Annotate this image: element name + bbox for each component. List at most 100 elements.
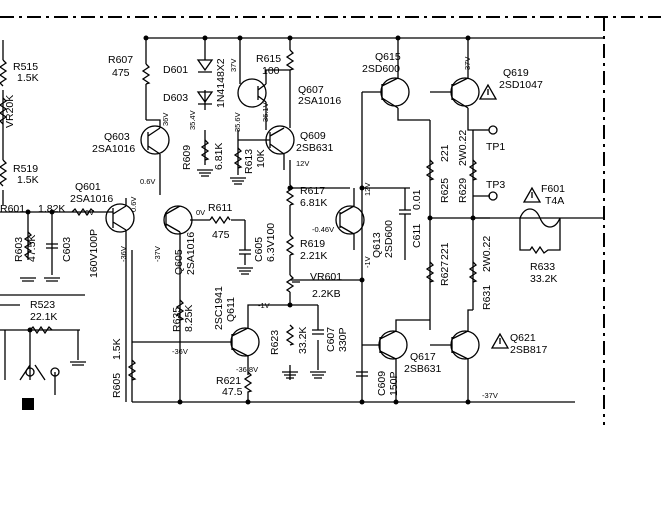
label-r613: R613 bbox=[243, 149, 255, 174]
q621-transistor bbox=[450, 330, 480, 360]
label-q601-type: 2SA1016 bbox=[70, 193, 113, 205]
label-r515: R515 bbox=[13, 61, 38, 73]
label-r631-value: 2W0.22 bbox=[481, 236, 493, 272]
r615-resistor bbox=[285, 49, 295, 71]
label-c607-value: 330P bbox=[337, 327, 349, 352]
label-r633: R633 bbox=[530, 261, 555, 273]
volt-0v-a: 0V bbox=[85, 208, 94, 217]
ground-symbols bbox=[20, 169, 326, 379]
label-c611: C611 bbox=[411, 224, 423, 248]
vr20k-resistor bbox=[0, 97, 8, 125]
volt-m1-a: -1V bbox=[363, 256, 372, 268]
label-q611-type: 2SC1941 bbox=[213, 286, 225, 330]
label-diode-type: 1N4148X2 bbox=[215, 58, 227, 108]
q601-leads bbox=[100, 198, 127, 402]
volt-m368: -36.8V bbox=[236, 365, 258, 374]
label-q603-type: 2SA1016 bbox=[92, 143, 135, 155]
label-q621-type: 2SB817 bbox=[510, 344, 548, 356]
label-r603: R603 bbox=[13, 237, 25, 262]
r621-resistor bbox=[243, 371, 253, 402]
r617-resistor bbox=[285, 184, 295, 206]
q611-leads bbox=[132, 304, 319, 375]
label-r635: R635 bbox=[171, 307, 183, 332]
label-r623-value: 33.2K bbox=[297, 327, 309, 354]
label-r519: R519 bbox=[13, 163, 38, 175]
r515-resistor bbox=[0, 59, 8, 87]
relay-block bbox=[22, 398, 34, 410]
label-q613: Q613 bbox=[371, 232, 383, 258]
label-r623: R623 bbox=[269, 330, 281, 355]
label-q607-type: 2SA1016 bbox=[298, 95, 341, 107]
q615-leads bbox=[361, 38, 430, 188]
q605-transistor bbox=[163, 205, 193, 235]
label-vr601-value: 2.2KB bbox=[312, 288, 341, 300]
volt-36v: 36V bbox=[161, 113, 170, 126]
label-q609-type: 2SB631 bbox=[296, 142, 334, 154]
label-r621-value: 47.5 bbox=[222, 386, 243, 398]
volt-12v-a: 12V bbox=[296, 159, 309, 168]
label-f601: F601 bbox=[541, 183, 565, 195]
q619-leads bbox=[430, 38, 473, 131]
label-r629: R629 bbox=[457, 178, 469, 203]
q609-leads bbox=[237, 82, 291, 175]
junction-dots bbox=[25, 35, 476, 405]
volt-12v-b: 12V bbox=[363, 183, 372, 196]
volt-356: 35.6V bbox=[233, 112, 242, 132]
volt-37v-b: 37V bbox=[463, 57, 472, 70]
r631-resistor bbox=[468, 261, 478, 283]
label-vr20k: VR20K bbox=[4, 95, 16, 128]
c611-capacitor bbox=[399, 188, 411, 260]
label-c603-value: 160V100P bbox=[88, 229, 100, 278]
left-lower-switches bbox=[4, 330, 79, 395]
f601-fuse bbox=[519, 208, 561, 228]
label-r625: R625 bbox=[439, 178, 451, 203]
q619-transistor bbox=[450, 77, 480, 107]
r607-resistor bbox=[141, 63, 151, 85]
label-r605: R605 bbox=[111, 373, 123, 398]
volt-m36-b: -36V bbox=[172, 347, 188, 356]
label-r523-value: 22.1K bbox=[30, 311, 57, 323]
q613-transistor bbox=[335, 205, 365, 235]
volt-06-b: 0.6V bbox=[129, 197, 138, 212]
volt-0v-b: 0V bbox=[196, 208, 205, 217]
r613-resistor bbox=[233, 147, 243, 169]
label-r605-value: 1.5K bbox=[111, 338, 123, 360]
r603-resistor bbox=[23, 231, 33, 259]
label-f601-value: T4A bbox=[545, 195, 564, 207]
volt-m1-b: -1V bbox=[258, 301, 270, 310]
label-r601-value: 1.82K bbox=[38, 203, 65, 215]
label-r607-value: 475 bbox=[112, 67, 130, 79]
label-q619-type: 2SD1047 bbox=[499, 79, 543, 91]
volt-m046: -0.46V bbox=[312, 225, 334, 234]
volt-m36-a: -36V bbox=[119, 246, 128, 262]
label-r515-value: 1.5K bbox=[17, 72, 39, 84]
label-d603: D603 bbox=[163, 92, 188, 104]
volt-361: 36.1V bbox=[261, 102, 270, 122]
q603-leads bbox=[146, 119, 161, 195]
label-r609: R609 bbox=[181, 145, 193, 170]
label-r625-value: 221 bbox=[439, 144, 451, 162]
label-r631: R631 bbox=[481, 285, 493, 310]
label-q615-type: 2SD600 bbox=[362, 63, 400, 75]
volt-06-a: 0.6V bbox=[140, 177, 155, 186]
r619-resistor bbox=[285, 234, 295, 256]
label-q605: Q605 bbox=[173, 249, 185, 275]
label-tp3: TP3 bbox=[486, 179, 505, 191]
label-c611-value: 0.01 bbox=[411, 189, 423, 210]
c607-capacitor bbox=[312, 329, 324, 335]
r519-resistor bbox=[0, 159, 8, 187]
label-tp1: TP1 bbox=[486, 141, 505, 153]
label-q609: Q609 bbox=[300, 130, 326, 142]
r625-resistor bbox=[425, 159, 435, 181]
label-q619: Q619 bbox=[503, 67, 529, 79]
q615-transistor bbox=[380, 77, 410, 107]
label-r607: R607 bbox=[108, 54, 133, 66]
label-r523: R523 bbox=[30, 299, 55, 311]
warning-triangle-icon bbox=[478, 83, 498, 100]
q617-leads bbox=[362, 319, 430, 402]
r605-resistor bbox=[127, 250, 137, 402]
tp1-terminal bbox=[488, 125, 498, 135]
label-r617: R617 bbox=[300, 185, 325, 197]
